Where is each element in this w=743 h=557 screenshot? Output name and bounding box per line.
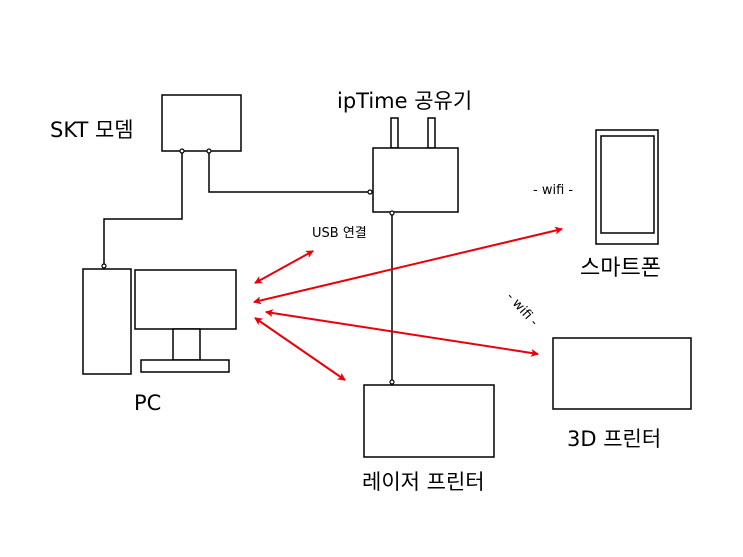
pc-tower xyxy=(82,268,132,375)
router-antenna-left xyxy=(390,117,399,149)
arrow-pc-laser-printer xyxy=(254,317,346,381)
laser-printer-label: 레이저 프린터 xyxy=(362,470,485,494)
arrow-usb xyxy=(254,250,314,284)
pc-monitor xyxy=(134,269,237,330)
arrow-pc-smartphone xyxy=(253,226,563,305)
router-box xyxy=(372,147,459,213)
router-label: ipTime 공유기 xyxy=(337,89,472,113)
pc-label: PC xyxy=(134,391,161,415)
usb-label: USB 연결 xyxy=(312,226,367,241)
printer-3d-box xyxy=(552,337,692,410)
modem-box xyxy=(161,94,242,152)
wifi-phone-label: - wifi - xyxy=(533,183,573,198)
wire-connector-dots xyxy=(101,148,395,385)
laser-printer-box xyxy=(363,384,495,458)
wire-modem-router xyxy=(208,151,370,193)
wire-modem-pc xyxy=(103,151,183,266)
smartphone-screen xyxy=(600,135,655,234)
modem-label: SKT 모뎀 xyxy=(50,118,134,142)
pc-monitor-stand xyxy=(172,328,201,361)
router-antenna-right xyxy=(427,117,436,149)
smartphone-label: 스마트폰 xyxy=(580,256,661,281)
printer-3d-label: 3D 프린터 xyxy=(567,427,661,451)
pc-monitor-base xyxy=(140,359,230,373)
wifi-3d-label: - wifi - xyxy=(503,290,541,330)
arrow-pc-3d-printer xyxy=(265,309,539,357)
